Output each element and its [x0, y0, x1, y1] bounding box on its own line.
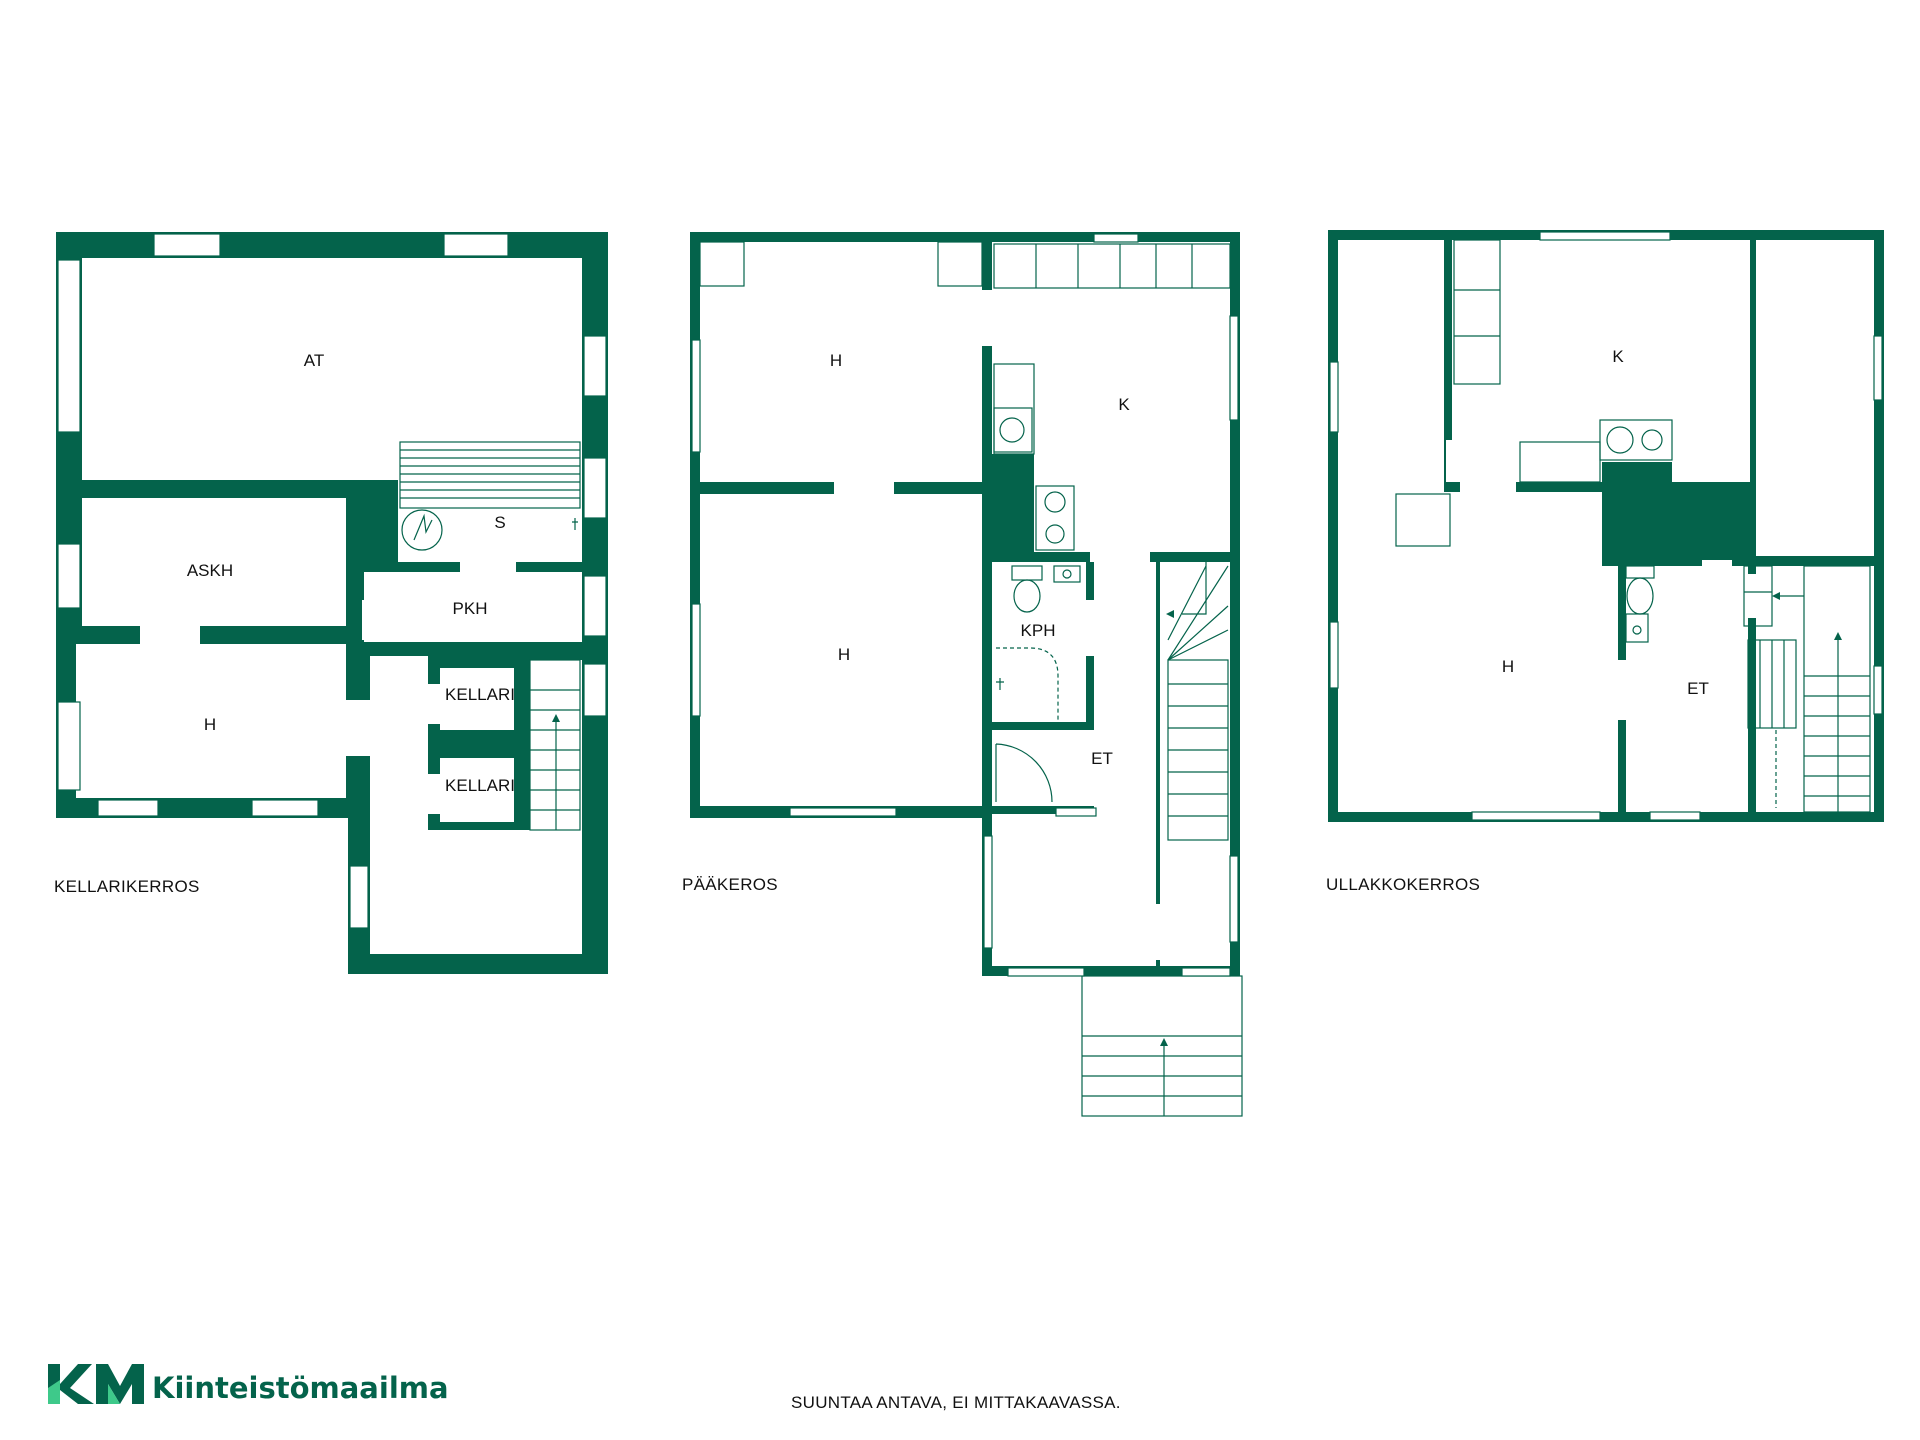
room-label-et: ET [1091, 749, 1113, 768]
brand-name: Kiinteistömaailma [152, 1371, 449, 1405]
entry-steps [1081, 975, 1243, 1117]
sauna-bench [399, 441, 581, 509]
washbasin-icon [1053, 565, 1081, 583]
room-label-h-lower: H [838, 645, 850, 664]
room-label-at: AT [304, 351, 324, 370]
room-label-h: H [1502, 657, 1514, 676]
shower-icon [996, 678, 1004, 690]
room-label-kellari-1: KELLARI [445, 685, 515, 704]
km-logo-mark [48, 1364, 144, 1404]
shower-area [996, 647, 1059, 720]
company-logo: Kiinteistömaailma [48, 1364, 449, 1405]
door-swing [995, 743, 1053, 803]
room-label-k: K [1612, 347, 1624, 366]
disclaimer-text: SUUNTAA ANTAVA, EI MITTAKAAVASSA. [791, 1393, 1121, 1412]
room-label-k: K [1118, 395, 1130, 414]
room-label-pkh: PKH [453, 599, 488, 618]
arrow-left-icon [1772, 592, 1780, 600]
arrow-up-icon [1160, 1038, 1168, 1046]
main-floor-plan: H K H KPH ET PÄÄKEROS [682, 232, 1243, 1117]
room-label-h-upper: H [830, 351, 842, 370]
room-label-kph: KPH [1021, 621, 1056, 640]
attic-stairs [1743, 565, 1871, 813]
sink-icon [993, 407, 1033, 453]
room-label-askh: ASKH [187, 561, 233, 580]
shower-icon [572, 518, 578, 530]
attic-floor-plan: K H ET ULLAKKOKERROS [1326, 230, 1884, 894]
arrow-left-icon [1166, 610, 1174, 618]
floor-caption-main: PÄÄKEROS [682, 875, 778, 894]
basement-stairs [529, 659, 581, 831]
room-label-sauna: S [494, 513, 505, 532]
room-label-h: H [204, 715, 216, 734]
stove-icon [1035, 485, 1075, 551]
washbasin-icon [1625, 613, 1649, 643]
arrow-up-icon [1834, 632, 1842, 640]
floor-caption-attic: ULLAKKOKERROS [1326, 875, 1480, 894]
floor-caption-basement: KELLARIKERROS [54, 877, 200, 896]
toilet-icon [1011, 565, 1043, 613]
room-label-et: ET [1687, 679, 1709, 698]
arrow-up-icon [552, 714, 560, 722]
stove-icon [1599, 419, 1673, 461]
main-stairs [1166, 562, 1229, 841]
sauna-stove-icon [401, 509, 443, 551]
basement-floor-plan: AT ASKH S PKH H KELLARI KELLARI KELLARIK… [54, 232, 608, 974]
room-label-kellari-2: KELLARI [445, 776, 515, 795]
